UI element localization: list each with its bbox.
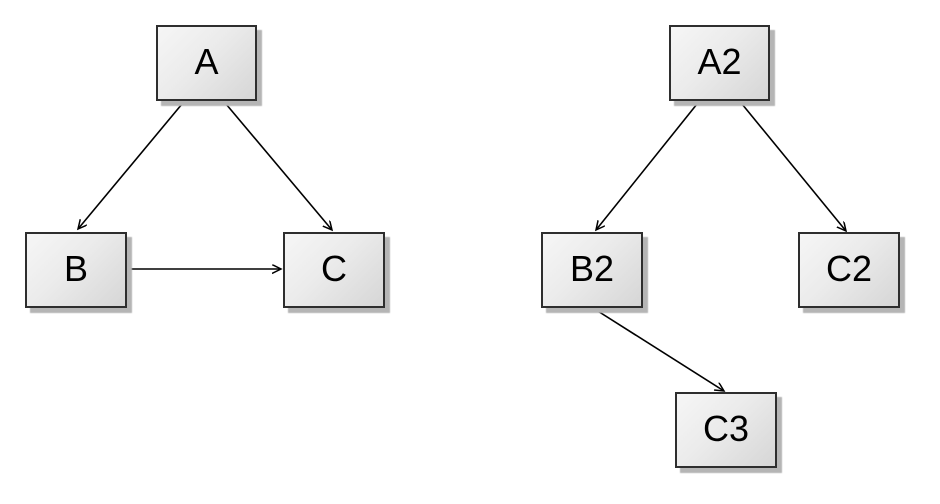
node-label: B2 (569, 248, 615, 289)
node-C2[interactable]: C2 (798, 232, 900, 308)
left-graph-edges (78, 103, 332, 269)
edge-A-B[interactable] (78, 103, 183, 229)
edge-groups (78, 103, 846, 391)
node-C[interactable]: C (283, 232, 385, 308)
node-B2[interactable]: B2 (541, 232, 643, 308)
edge-B2-C3[interactable] (592, 307, 724, 391)
node-label: C2 (825, 248, 873, 289)
node-label: B (63, 248, 88, 289)
edge-A2-C2[interactable] (741, 103, 846, 231)
node-label: C (321, 248, 347, 289)
node-label: C3 (702, 408, 750, 449)
edge-A-C[interactable] (225, 103, 332, 230)
right-graph-edges (592, 103, 846, 391)
node-A[interactable]: A (156, 25, 257, 101)
node-label: A (194, 41, 219, 82)
node-B[interactable]: B (25, 232, 127, 308)
node-label: A2 (697, 41, 742, 82)
edge-A2-B2[interactable] (596, 103, 698, 230)
node-C3[interactable]: C3 (675, 392, 777, 468)
node-A2[interactable]: A2 (669, 25, 770, 101)
